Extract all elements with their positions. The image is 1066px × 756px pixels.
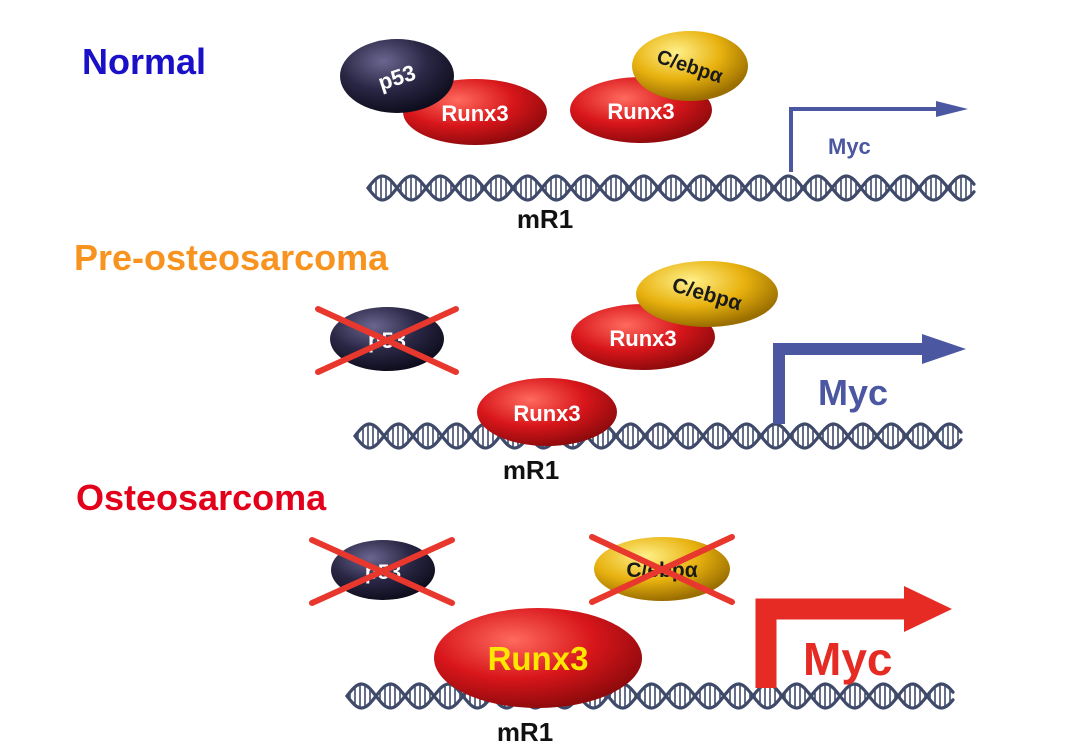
myc-promoter-arrow (755, 586, 952, 688)
section-pre-osteosarcoma: mR1 p53 Runx3 C/ebpα Runx3 Myc (315, 261, 966, 485)
section-normal: mR1 Runx3 p53 Runx3 C/ebpα Myc (340, 31, 976, 234)
p53-protein: p53 (340, 39, 454, 113)
dna-label: mR1 (503, 455, 559, 485)
section-osteosarcoma: mR1 p53 C/ebpα Runx3 Myc (309, 534, 955, 747)
section-title-osteosarcoma: Osteosarcoma (76, 477, 327, 518)
dna-strand (345, 682, 955, 710)
runx3-label: Runx3 (488, 640, 589, 677)
runx3-protein-bound: Runx3 (434, 608, 642, 708)
cebpa-protein: C/ebpα (636, 261, 778, 327)
myc-promoter-arrow (789, 101, 968, 172)
runx3-label: Runx3 (607, 99, 674, 124)
p53-loss-cross (309, 537, 455, 606)
dna-label: mR1 (517, 204, 573, 234)
runx3-label: Runx3 (513, 401, 580, 426)
runx3-protein-bound: Runx3 (477, 378, 617, 446)
myc-gene-label: Myc (818, 372, 888, 413)
myc-gene-label: Myc (828, 134, 871, 159)
p53-loss-cross (315, 306, 459, 375)
dna-strand (345, 682, 955, 710)
dna-helix (353, 422, 963, 450)
myc-promoter-arrow (773, 334, 966, 424)
runx3-label: Runx3 (441, 101, 508, 126)
dna-label: mR1 (497, 717, 553, 747)
myc-gene-label: Myc (803, 633, 892, 685)
cebpa-loss-cross (589, 534, 735, 605)
dna-strand (366, 174, 976, 202)
dna-strand (353, 422, 963, 450)
dna-helix (345, 682, 955, 710)
dna-strand (366, 174, 976, 202)
section-title-pre-osteosarcoma: Pre-osteosarcoma (74, 237, 389, 278)
dna-helix (366, 174, 976, 202)
runx3-label: Runx3 (609, 326, 676, 351)
section-title-normal: Normal (82, 41, 207, 82)
cebpa-protein: C/ebpα (632, 31, 748, 101)
dna-strand (353, 422, 963, 450)
